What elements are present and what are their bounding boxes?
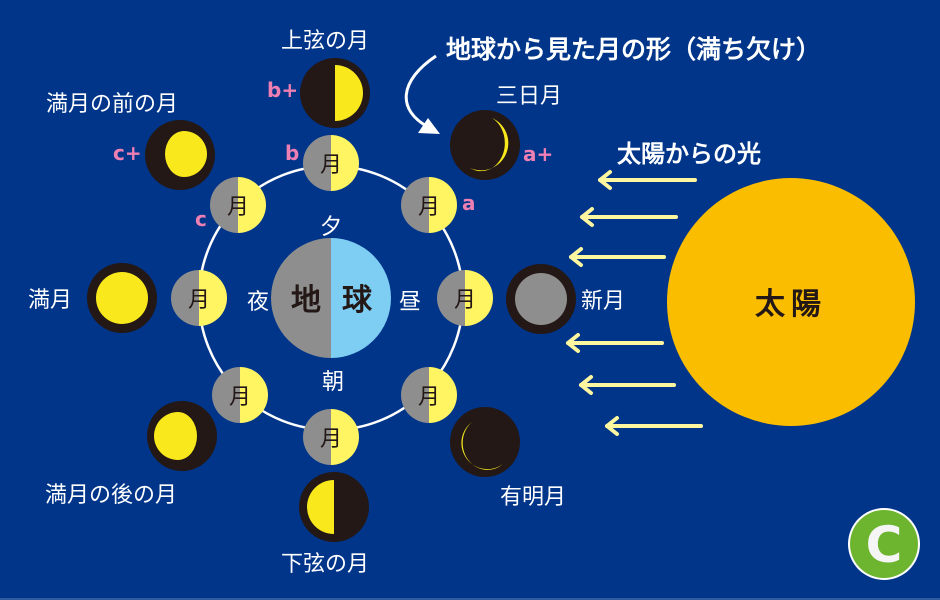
logo-letter: C — [866, 516, 903, 574]
curved-arrow-icon — [404, 54, 440, 134]
orbit-moon-label: 月 — [227, 195, 249, 220]
label-night: 夜 — [247, 290, 269, 315]
phase-label: 新月 — [581, 289, 625, 314]
orbit-moon: 月 — [401, 367, 457, 423]
arrow-left-icon — [598, 170, 697, 190]
orbit-moon: 月 — [303, 135, 359, 191]
bottom-border — [0, 598, 940, 600]
phase-waning-gibbous-moon: 満月の後の月 — [45, 401, 217, 508]
orbit-moon-label: 月 — [454, 288, 476, 313]
orbit-moon: 月 — [401, 177, 457, 233]
orbit-moon-label: 月 — [418, 195, 440, 220]
arrow-left-icon — [580, 207, 678, 227]
phase-waning-crescent-moon: 有明月 — [450, 407, 566, 510]
orbit-moons: 月 月 月 月 月 月 月 — [171, 135, 493, 465]
phase-crescent-moon: 三日月 a+ — [450, 84, 562, 180]
phase-label: 満月 — [28, 288, 72, 313]
sun-label: 太陽 — [755, 287, 827, 322]
orbit-moon-label: 月 — [229, 385, 251, 410]
arrow-left-icon — [566, 333, 664, 353]
phase-marker: c+ — [113, 141, 142, 165]
sunlight-label: 太陽からの光 — [617, 140, 761, 168]
arrow-left-icon — [569, 247, 666, 267]
arrow-left-icon — [605, 416, 703, 436]
phase-waxing-gibbous-moon: 満月の前の月 c+ — [46, 92, 215, 190]
phase-label: 上弦の月 — [281, 29, 369, 54]
sunlight-arrows — [566, 170, 703, 436]
orbit-moon: 月 — [303, 409, 359, 465]
label-morning: 朝 — [322, 370, 344, 395]
phase-label: 有明月 — [500, 485, 566, 510]
earth-label-left: 地 — [291, 283, 321, 318]
sun: 太陽 — [667, 178, 915, 426]
phase-label: 満月の後の月 — [45, 483, 177, 508]
orbit-moon-label: 月 — [188, 288, 210, 313]
phase-label: 三日月 — [496, 84, 562, 109]
label-evening: 夕 — [320, 215, 342, 240]
phase-full-moon: 満月 — [28, 263, 157, 333]
phase-new-moon: 新月 — [506, 264, 625, 334]
label-day: 昼 — [399, 290, 421, 315]
earth: 地 球 — [271, 238, 391, 358]
earth-label-right: 球 — [342, 283, 373, 318]
logo-c-icon: C — [848, 508, 920, 580]
phase-label: 満月の前の月 — [46, 92, 178, 117]
orbit-moon: 月 — [171, 270, 227, 326]
marker-c: c — [195, 207, 207, 231]
diagram-title: 地球から見た月の形（満ち欠け） — [446, 35, 821, 64]
phase-first-quarter-moon: 上弦の月 b+ — [267, 29, 370, 128]
orbit-moon-label: 月 — [320, 427, 342, 452]
marker-a: a — [462, 191, 476, 215]
orbit-moon-label: 月 — [418, 385, 440, 410]
orbit-moon: 月 — [437, 270, 493, 326]
phase-last-quarter-moon: 下弦の月 — [281, 472, 369, 577]
phase-marker: a+ — [523, 142, 553, 166]
phase-marker: b+ — [267, 78, 298, 102]
orbit-moon: 月 — [210, 177, 266, 233]
marker-b: b — [285, 141, 299, 165]
orbit-moon: 月 — [212, 367, 268, 423]
arrow-left-icon — [579, 375, 676, 395]
phase-label: 下弦の月 — [281, 552, 369, 577]
orbit-moon-label: 月 — [320, 153, 342, 178]
